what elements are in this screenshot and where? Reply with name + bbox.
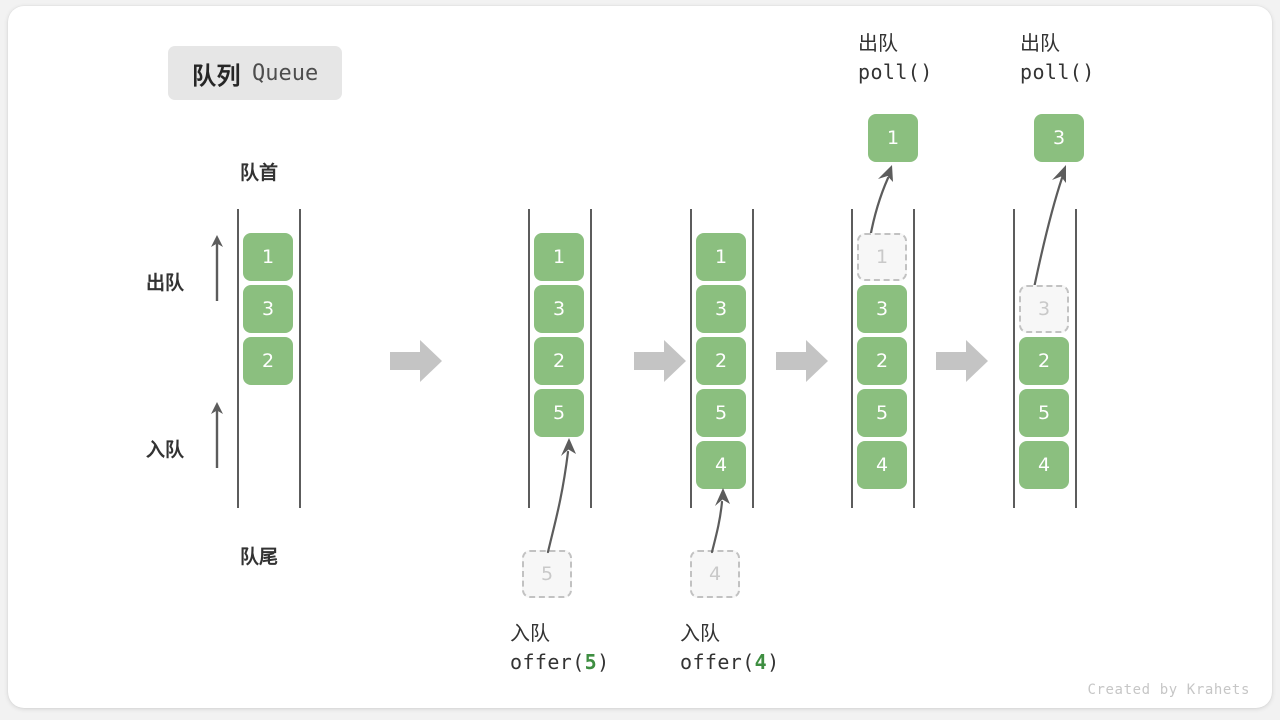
diagram-title-chip: 队列 Queue [168, 46, 343, 100]
code-pre: offer( [510, 650, 585, 675]
removed-ghost-cell: 3 [1019, 285, 1069, 333]
queue-cell: 2 [534, 337, 584, 385]
queue-rail-left-2 [528, 209, 530, 508]
step-arrow-icon [634, 338, 686, 384]
queue-rail-left-1 [237, 209, 239, 508]
outgoing-cell: 1 [868, 114, 918, 162]
queue-cell: 5 [1019, 389, 1069, 437]
label-queue-rear: 队尾 [240, 547, 279, 568]
step-arrow-icon [776, 338, 828, 384]
stage-caption-code: offer(4) [680, 648, 780, 676]
stage-caption-code: offer(5) [510, 648, 610, 676]
code-post: ) [597, 650, 610, 675]
step-arrow-icon [390, 338, 442, 384]
queue-cell: 2 [243, 337, 293, 385]
queue-cell: 4 [1019, 441, 1069, 489]
queue-cell: 4 [696, 441, 746, 489]
queue-cell: 1 [696, 233, 746, 281]
stage-caption-poll-3: 出队 poll() [1020, 30, 1095, 87]
queue-cell: 5 [534, 389, 584, 437]
queue-cell: 5 [857, 389, 907, 437]
code-post: ) [1082, 60, 1095, 85]
code-pre: offer( [680, 650, 755, 675]
queue-cell: 1 [534, 233, 584, 281]
diagram-title-en: Queue [252, 60, 319, 86]
queue-cell: 1 [243, 233, 293, 281]
queue-rail-right-3 [752, 209, 754, 508]
dequeue-direction-arrow-icon [209, 233, 225, 303]
stage-caption-code: poll() [858, 58, 933, 86]
stage-caption-offer-5: 入队 offer(5) [510, 620, 610, 677]
stage-caption-cn: 入队 [680, 623, 720, 645]
code-post: ) [920, 60, 933, 85]
incoming-ghost-cell: 4 [690, 550, 740, 598]
queue-rail-right-1 [299, 209, 301, 508]
queue-cell: 3 [857, 285, 907, 333]
stage-caption-code: poll() [1020, 58, 1095, 86]
queue-cell: 2 [696, 337, 746, 385]
queue-rail-left-4 [851, 209, 853, 508]
stage-caption-cn: 入队 [510, 623, 550, 645]
queue-rail-right-5 [1075, 209, 1077, 508]
label-queue-front: 队首 [240, 163, 279, 184]
removed-ghost-cell: 1 [857, 233, 907, 281]
queue-cell: 3 [243, 285, 293, 333]
queue-cell: 3 [696, 285, 746, 333]
queue-cell: 4 [857, 441, 907, 489]
stage-caption-poll-1: 出队 poll() [858, 30, 933, 87]
stage-caption-cn: 出队 [858, 33, 898, 55]
stage-caption-offer-4: 入队 offer(4) [680, 620, 780, 677]
label-enqueue-direction: 入队 [146, 440, 185, 461]
step-arrow-icon [936, 338, 988, 384]
queue-cell: 2 [857, 337, 907, 385]
queue-rail-left-3 [690, 209, 692, 508]
code-pre: poll( [858, 60, 921, 85]
queue-rail-right-2 [590, 209, 592, 508]
enqueue-direction-arrow-icon [209, 400, 225, 470]
incoming-ghost-cell: 5 [522, 550, 572, 598]
code-num: 5 [584, 650, 598, 675]
code-post: ) [767, 650, 780, 675]
queue-rail-left-5 [1013, 209, 1015, 508]
outgoing-cell: 3 [1034, 114, 1084, 162]
queue-cell: 2 [1019, 337, 1069, 385]
queue-cell: 5 [696, 389, 746, 437]
credit-text: Created by Krahets [1087, 682, 1250, 698]
diagram-title-cn: 队列 [192, 62, 241, 90]
stage-caption-cn: 出队 [1020, 33, 1060, 55]
code-pre: poll( [1020, 60, 1083, 85]
label-dequeue-direction: 出队 [146, 273, 185, 294]
code-num: 4 [754, 650, 768, 675]
queue-cell: 3 [534, 285, 584, 333]
queue-rail-right-4 [913, 209, 915, 508]
